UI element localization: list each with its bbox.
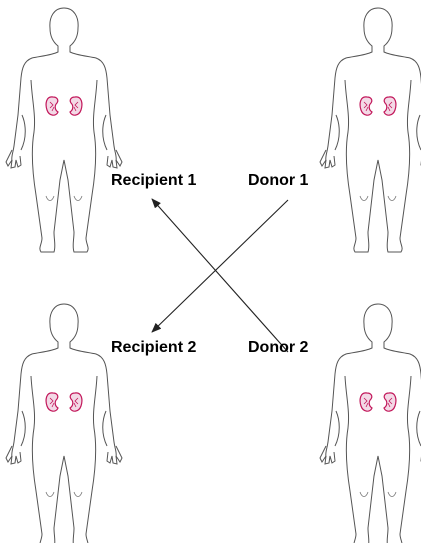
arrow-donor-1-to-recipient-1 <box>152 199 288 352</box>
recipient-2-label: Recipient 2 <box>111 340 196 356</box>
donor-2-label: Donor 2 <box>248 340 308 356</box>
donor-1-label: Donor 1 <box>248 173 308 189</box>
recipient-1-label: Recipient 1 <box>111 173 196 189</box>
arrow-donor-2-to-recipient-2 <box>152 200 288 332</box>
